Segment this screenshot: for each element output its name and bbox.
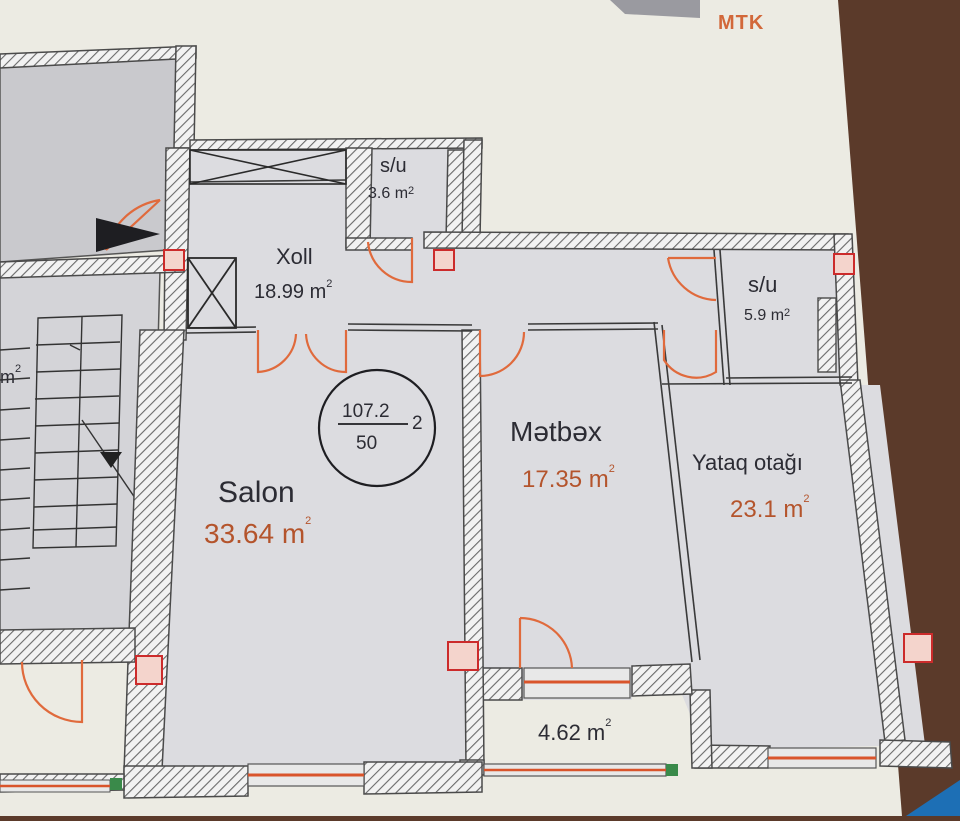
xoll-name: Xoll bbox=[276, 244, 313, 269]
metbex-name: Mətbəx bbox=[510, 416, 602, 447]
su-large-name: s/u bbox=[748, 272, 778, 297]
su-small-name: s/u bbox=[380, 155, 407, 177]
salon-name: Salon bbox=[218, 476, 295, 509]
apartment-floor bbox=[160, 143, 925, 770]
stair-arrow-icon bbox=[100, 452, 122, 468]
pipe-markers bbox=[110, 764, 678, 790]
hall-duct bbox=[189, 149, 347, 185]
entrance-arrow-icon bbox=[96, 218, 160, 252]
brand-logo-text: MTK bbox=[718, 12, 765, 34]
staircase bbox=[0, 314, 151, 591]
bath-duct bbox=[817, 297, 837, 373]
corner-badge bbox=[906, 780, 960, 816]
neighbor-room bbox=[0, 51, 177, 263]
plan-total-area: 107.2 bbox=[342, 401, 390, 422]
yataq-name: Yataq otağı bbox=[692, 450, 803, 475]
riser-markers bbox=[135, 249, 933, 685]
ventilation-shaft bbox=[187, 257, 237, 329]
logo-mark bbox=[610, 0, 700, 18]
apartment-code-circle bbox=[317, 368, 437, 488]
plan-rooms-count: 2 bbox=[412, 413, 423, 434]
partitions bbox=[185, 179, 853, 663]
doors bbox=[20, 198, 718, 724]
plan-apartment-no: 50 bbox=[356, 433, 378, 454]
